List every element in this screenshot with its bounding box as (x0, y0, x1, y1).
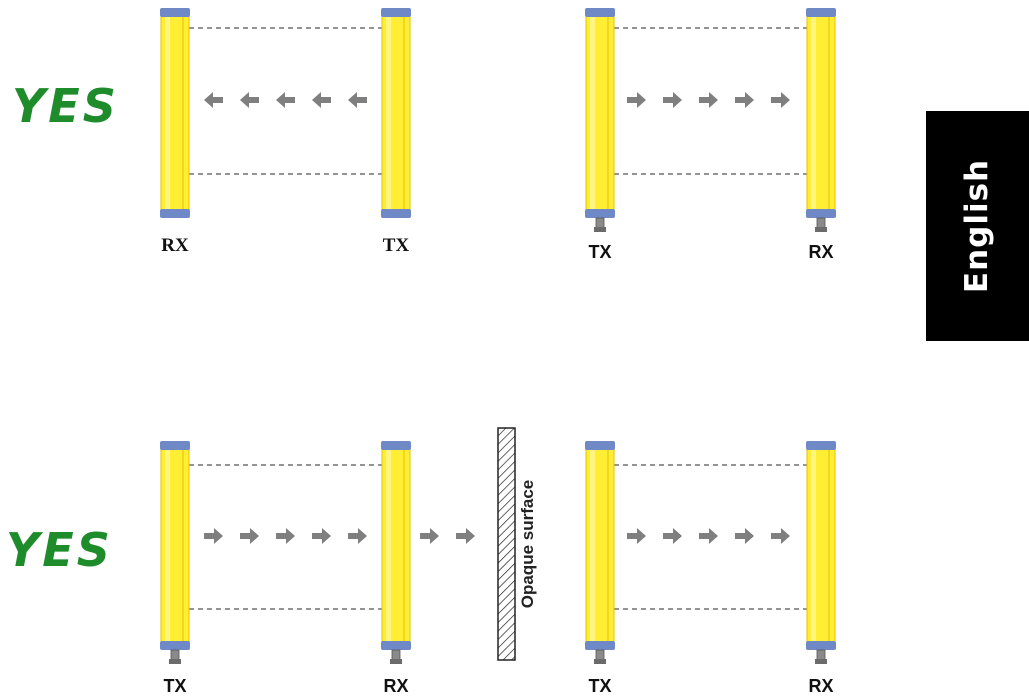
curtain-highlight (386, 12, 391, 214)
arrow-right-icon (240, 528, 259, 544)
arrow-right-icon (312, 528, 331, 544)
connector-base (815, 659, 827, 664)
arrow-right-icon (456, 528, 475, 544)
curtain-top-cap (806, 8, 836, 17)
curtain-bottom-cap (381, 209, 411, 218)
curtain-highlight (386, 445, 391, 646)
right-light-curtain (806, 8, 836, 232)
curtain-highlight (165, 12, 170, 214)
curtain-bottom-cap (585, 641, 615, 650)
curtain-highlight (590, 445, 595, 646)
arrow-right-icon (627, 528, 646, 544)
connector-base (815, 227, 827, 232)
arrow-right-icon (420, 528, 439, 544)
arrow-right-icon (663, 92, 682, 108)
curtain-bottom-cap (806, 209, 836, 218)
right-curtain-label: RX (808, 676, 833, 696)
configuration-bottom-right: TX RX (585, 441, 836, 696)
arrow-left-icon (276, 92, 295, 108)
left-curtain-label: TX (588, 242, 611, 262)
curtain-bottom-cap (806, 641, 836, 650)
left-curtain-label: TX (163, 676, 186, 696)
arrow-left-icon (312, 92, 331, 108)
arrow-right-icon (276, 528, 295, 544)
right-curtain-label: RX (383, 676, 408, 696)
opaque-surface-panel (497, 427, 516, 661)
connector-base (594, 227, 606, 232)
left-light-curtain (160, 8, 190, 218)
curtain-top-cap (585, 8, 615, 17)
arrow-right-icon (699, 92, 718, 108)
curtain-top-cap (806, 441, 836, 450)
configuration-bottom-left: TX RX (160, 441, 411, 696)
left-curtain-label: TX (588, 676, 611, 696)
right-light-curtain (806, 441, 836, 664)
arrow-right-icon (627, 92, 646, 108)
opaque-surface: Opaque surface (497, 427, 537, 661)
curtain-top-cap (585, 441, 615, 450)
left-light-curtain (585, 441, 615, 664)
left-light-curtain (160, 441, 190, 664)
verdict-yes-top: YES (12, 79, 119, 133)
curtain-top-cap (381, 8, 411, 17)
curtain-configurations: RX TX TX RX TX RX TX RX (160, 8, 836, 696)
right-light-curtain (381, 8, 411, 218)
verdict-yes-bottom: YES (6, 523, 113, 577)
connector-base (169, 659, 181, 664)
curtain-top-cap (160, 441, 190, 450)
arrow-right-icon (663, 528, 682, 544)
curtain-highlight (811, 445, 816, 646)
curtain-bottom-cap (160, 209, 190, 218)
arrow-right-icon (735, 92, 754, 108)
arrow-left-icon (204, 92, 223, 108)
arrow-left-icon (348, 92, 367, 108)
curtain-bottom-cap (160, 641, 190, 650)
arrow-right-icon (771, 528, 790, 544)
connector-base (390, 659, 402, 664)
curtain-top-cap (381, 441, 411, 450)
arrow-right-icon (348, 528, 367, 544)
configuration-top-right: TX RX (585, 8, 836, 262)
language-tab-label: English (959, 158, 995, 294)
language-tab: English (926, 111, 1029, 341)
curtain-top-cap (160, 8, 190, 17)
extra-beam-arrows (420, 528, 475, 544)
right-curtain-label: TX (383, 235, 410, 256)
arrow-right-icon (771, 92, 790, 108)
right-curtain-label: RX (808, 242, 833, 262)
curtain-highlight (165, 445, 170, 646)
arrow-right-icon (735, 528, 754, 544)
opaque-surface-label: Opaque surface (518, 480, 537, 609)
arrow-right-icon (204, 528, 223, 544)
curtain-highlight (811, 12, 816, 214)
curtain-bottom-cap (381, 641, 411, 650)
left-curtain-label: RX (161, 235, 189, 256)
arrow-right-icon (699, 528, 718, 544)
arrow-left-icon (240, 92, 259, 108)
right-light-curtain (381, 441, 411, 664)
left-light-curtain (585, 8, 615, 232)
connector-base (594, 659, 606, 664)
curtain-bottom-cap (585, 209, 615, 218)
configuration-top-left: RX TX (160, 8, 411, 256)
curtain-highlight (590, 12, 595, 214)
